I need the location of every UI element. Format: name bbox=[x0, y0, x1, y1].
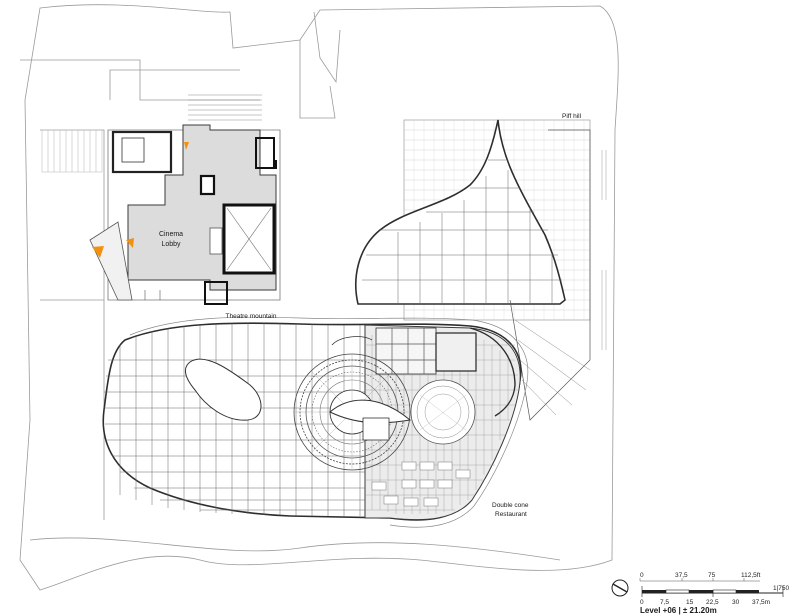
north-arrow-icon bbox=[611, 579, 629, 597]
scale-ft-1: 37,5 bbox=[675, 572, 688, 579]
scale-m-5: 37,5m bbox=[752, 599, 770, 606]
scale-m-4: 30 bbox=[732, 599, 740, 606]
scale-m-1: 7,5 bbox=[660, 599, 669, 606]
label-cinema-lobby-line1: Cinema bbox=[159, 231, 183, 238]
scale-m-0: 0 bbox=[640, 599, 644, 606]
scale-bar: 0 37,5 75 112,5ft 0 7,5 15 22,5 30 37,5m… bbox=[639, 572, 790, 606]
piff-hill-building bbox=[355, 119, 607, 421]
label-cinema-lobby-line2: Lobby bbox=[161, 241, 181, 248]
label-double-cone-line1: Double cone bbox=[492, 502, 529, 509]
scale-m-3: 22,5 bbox=[706, 599, 719, 606]
cinema-lobby-building bbox=[89, 124, 281, 305]
level-caption: Level +06 | ± 21.20m bbox=[640, 606, 717, 615]
double-cone-left bbox=[293, 336, 412, 471]
scale-ft-0: 0 bbox=[640, 572, 644, 579]
left-deck bbox=[41, 129, 103, 173]
restaurant-tables bbox=[371, 461, 471, 507]
scale-ft-3: 112,5ft bbox=[741, 572, 761, 579]
site-outline bbox=[19, 4, 619, 591]
scale-m-2: 15 bbox=[686, 599, 694, 606]
north-stair bbox=[188, 94, 262, 121]
double-cone-right bbox=[410, 379, 476, 445]
label-piff-hill: Piff hill bbox=[562, 113, 582, 120]
label-theatre-mountain: Theatre mountain bbox=[226, 313, 277, 320]
scale-ratio: 1|750 bbox=[773, 585, 790, 592]
label-double-cone-line2: Restaurant bbox=[495, 511, 527, 518]
scale-ft-2: 75 bbox=[708, 572, 716, 579]
